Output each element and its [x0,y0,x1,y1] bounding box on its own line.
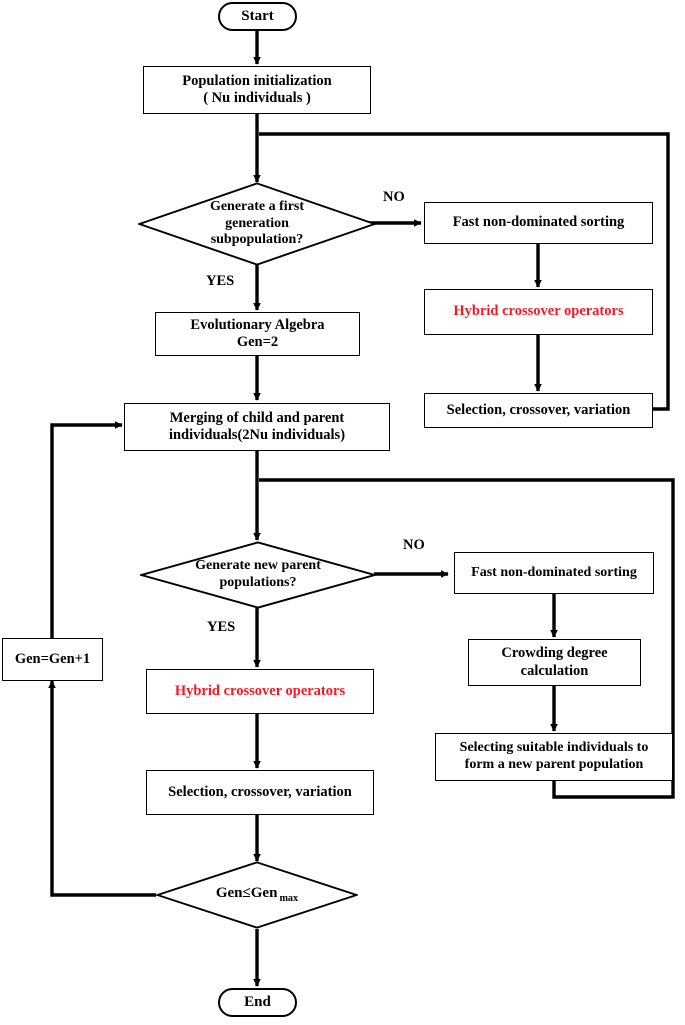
diamond-shape [140,541,376,609]
node-start-label: Start [241,7,274,24]
node-population-initialization[interactable]: Population initialization ( Nu individua… [143,66,371,114]
node-decision-first-generation[interactable]: Generate a first generation subpopulatio… [138,182,376,266]
node-fast-non-dominated-sorting-2-label: Fast non-dominated sorting [471,564,637,580]
node-fast-non-dominated-sorting-1[interactable]: Fast non-dominated sorting [424,202,653,244]
node-hybrid-crossover-operators-1[interactable]: Hybrid crossover operators [424,289,653,335]
node-selecting-suitable-individuals[interactable]: Selecting suitable individuals to form a… [435,733,673,781]
node-gen-increment[interactable]: Gen=Gen+1 [2,638,103,681]
node-crowding-degree-calculation-line2: calculation [520,662,589,679]
node-crowding-degree-calculation[interactable]: Crowding degree calculation [468,639,641,686]
node-evolutionary-algebra[interactable]: Evolutionary Algebra Gen=2 [155,312,360,356]
diamond-shape [156,861,358,929]
node-selection-crossover-variation-1[interactable]: Selection, crossover, variation [424,393,653,428]
node-selecting-suitable-individuals-line2: form a new parent population [464,757,644,772]
node-selection-crossover-variation-2[interactable]: Selection, crossover, variation [146,770,374,815]
node-population-initialization-line2: ( Nu individuals ) [203,90,311,106]
node-end-label: End [244,993,271,1010]
node-selection-crossover-variation-1-label: Selection, crossover, variation [446,401,631,418]
node-hybrid-crossover-operators-2-label: Hybrid crossover operators [174,682,346,699]
node-population-initialization-line1: Population initialization [182,72,332,89]
edge-label-yes-2: YES [207,619,236,635]
node-crowding-degree-calculation-line1: Crowding degree [501,645,608,662]
node-fast-non-dominated-sorting-1-label: Fast non-dominated sorting [452,214,625,231]
node-decision-new-parent-populations[interactable]: Generate new parent populations? [140,541,376,609]
edge-label-no-2: NO [403,537,425,553]
node-selection-crossover-variation-2-label: Selection, crossover, variation [168,783,352,800]
node-fast-non-dominated-sorting-2[interactable]: Fast non-dominated sorting [454,552,654,594]
node-evolutionary-algebra-line2: Gen=2 [236,334,279,350]
node-evolutionary-algebra-line1: Evolutionary Algebra [190,316,325,333]
node-merging-child-parent-line1: Merging of child and parent [169,409,345,426]
node-gen-increment-label: Gen=Gen+1 [14,650,91,667]
diamond-shape [138,182,376,266]
node-merging-child-parent-line2: individuals(2Nu individuals) [168,427,346,443]
node-start[interactable]: Start [218,2,297,31]
node-selecting-suitable-individuals-line1: Selecting suitable individuals to [459,740,649,756]
edge-label-no-1: NO [383,189,405,205]
node-hybrid-crossover-operators-2[interactable]: Hybrid crossover operators [146,669,374,714]
node-end[interactable]: End [218,988,297,1017]
edge-label-yes-1: YES [206,273,235,289]
node-hybrid-crossover-operators-1-label: Hybrid crossover operators [453,303,624,320]
node-merging-child-parent[interactable]: Merging of child and parent individuals(… [124,403,390,451]
